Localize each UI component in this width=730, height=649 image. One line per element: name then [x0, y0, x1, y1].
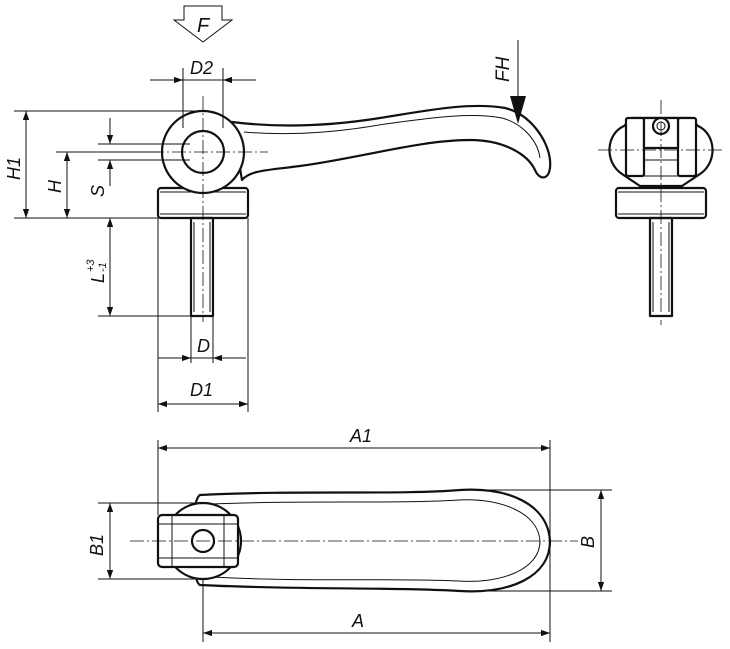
dim-d1: D1	[158, 380, 248, 408]
side-lever-left	[624, 116, 646, 178]
label-h: H	[45, 179, 65, 193]
label-b1: B1	[87, 534, 107, 556]
label-h1: H1	[4, 157, 24, 180]
label-d2: D2	[190, 58, 213, 78]
label-s: S	[88, 185, 108, 197]
force-fh-arrow: FH	[493, 40, 526, 124]
dim-b1: B1	[87, 502, 200, 580]
label-l-tol-lower: -1	[97, 262, 109, 272]
label-a1: A1	[349, 426, 372, 446]
label-fh: FH	[493, 56, 514, 82]
dim-l: L +3 -1	[85, 218, 213, 317]
label-f: F	[197, 15, 211, 37]
dim-s: S	[88, 118, 190, 197]
dim-d: D	[157, 218, 249, 412]
top-lever	[191, 488, 552, 593]
force-f-arrow: F	[172, 5, 234, 43]
dim-b: B	[470, 489, 612, 592]
side-lever-right	[676, 116, 698, 178]
dim-a1: A1	[157, 426, 551, 541]
front-lever	[230, 104, 552, 182]
dim-a: A	[202, 541, 551, 642]
label-b: B	[578, 536, 598, 548]
dim-h: H	[45, 151, 160, 218]
label-l-tol-upper: +3	[85, 259, 97, 272]
label-a: A	[351, 611, 364, 631]
top-view	[130, 488, 578, 593]
dim-h1: H1	[4, 110, 200, 219]
side-view	[598, 100, 724, 325]
label-d1: D1	[190, 380, 213, 400]
label-d: D	[197, 336, 210, 356]
dim-d2: D2	[150, 58, 256, 128]
front-view	[150, 96, 552, 322]
label-l: L	[88, 273, 108, 283]
